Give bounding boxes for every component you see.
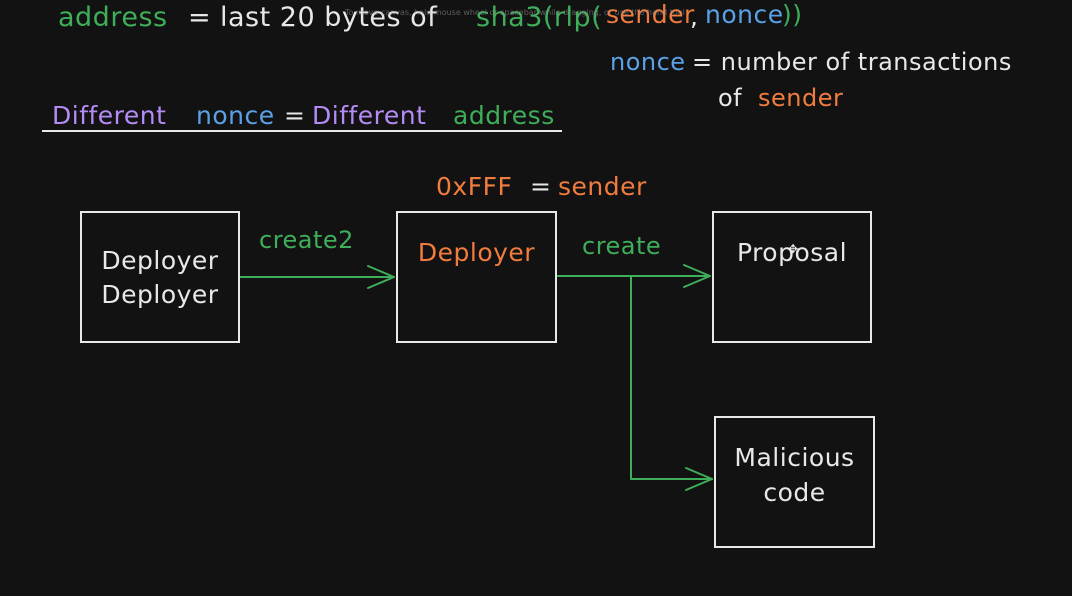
- formula-nonce-word: nonce: [705, 0, 784, 29]
- arrow-branch-to-malicious: [630, 275, 713, 480]
- sender-value-label: 0xFFF: [436, 172, 513, 201]
- deployer-deployer-box[interactable]: Deployer Deployer: [80, 211, 240, 343]
- create2-label: create2: [259, 226, 354, 254]
- formula-sender-word: sender: [606, 0, 695, 29]
- deployer-deployer-line2: Deployer: [101, 280, 219, 309]
- rule-equals: =: [284, 101, 306, 130]
- sender-label-equals: =: [530, 172, 552, 201]
- malicious-line1: Malicious: [734, 443, 855, 472]
- nonce-def-middle-text: = number of transactions: [692, 48, 1012, 76]
- formula-equals: =: [188, 2, 212, 33]
- nonce-def-sender-word: sender: [758, 84, 844, 112]
- rule-address-word: address: [453, 101, 555, 130]
- create-label: create: [582, 232, 662, 260]
- arrow-branch-to-malicious-head: [685, 467, 713, 491]
- formula-close-parens: )): [782, 0, 803, 29]
- canvas-hint-text: To move canvas, hold mouse wheel or spac…: [345, 8, 685, 17]
- proposal-box[interactable]: Proposal: [712, 211, 872, 343]
- rule-different-1: Different: [52, 101, 167, 130]
- formula-comma: ,: [690, 2, 699, 31]
- proposal-label: Proposal: [736, 238, 848, 267]
- deployer-box[interactable]: Deployer: [396, 211, 557, 343]
- formula-middle-text: last 20 bytes of: [220, 2, 438, 33]
- arrow-create2-head: [367, 265, 395, 289]
- move-cursor-icon: ✥: [788, 242, 799, 256]
- malicious-line2: code: [763, 478, 826, 507]
- malicious-code-box[interactable]: Malicious code: [714, 416, 875, 548]
- deployer-label: Deployer: [417, 238, 536, 267]
- rule-nonce-word: nonce: [196, 101, 275, 130]
- deployer-deployer-line1: Deployer: [101, 246, 219, 275]
- nonce-def-of-word: of: [718, 84, 743, 112]
- nonce-def-nonce-word: nonce: [610, 48, 686, 76]
- formula-address-word: address: [58, 2, 168, 33]
- rule-underline: [42, 130, 562, 132]
- formula-sha3-rlp: sha3(rlp(: [476, 2, 603, 33]
- arrow-create-to-proposal-head: [683, 264, 711, 288]
- rule-different-2: Different: [312, 101, 427, 130]
- sender-label-sender-word: sender: [558, 172, 647, 201]
